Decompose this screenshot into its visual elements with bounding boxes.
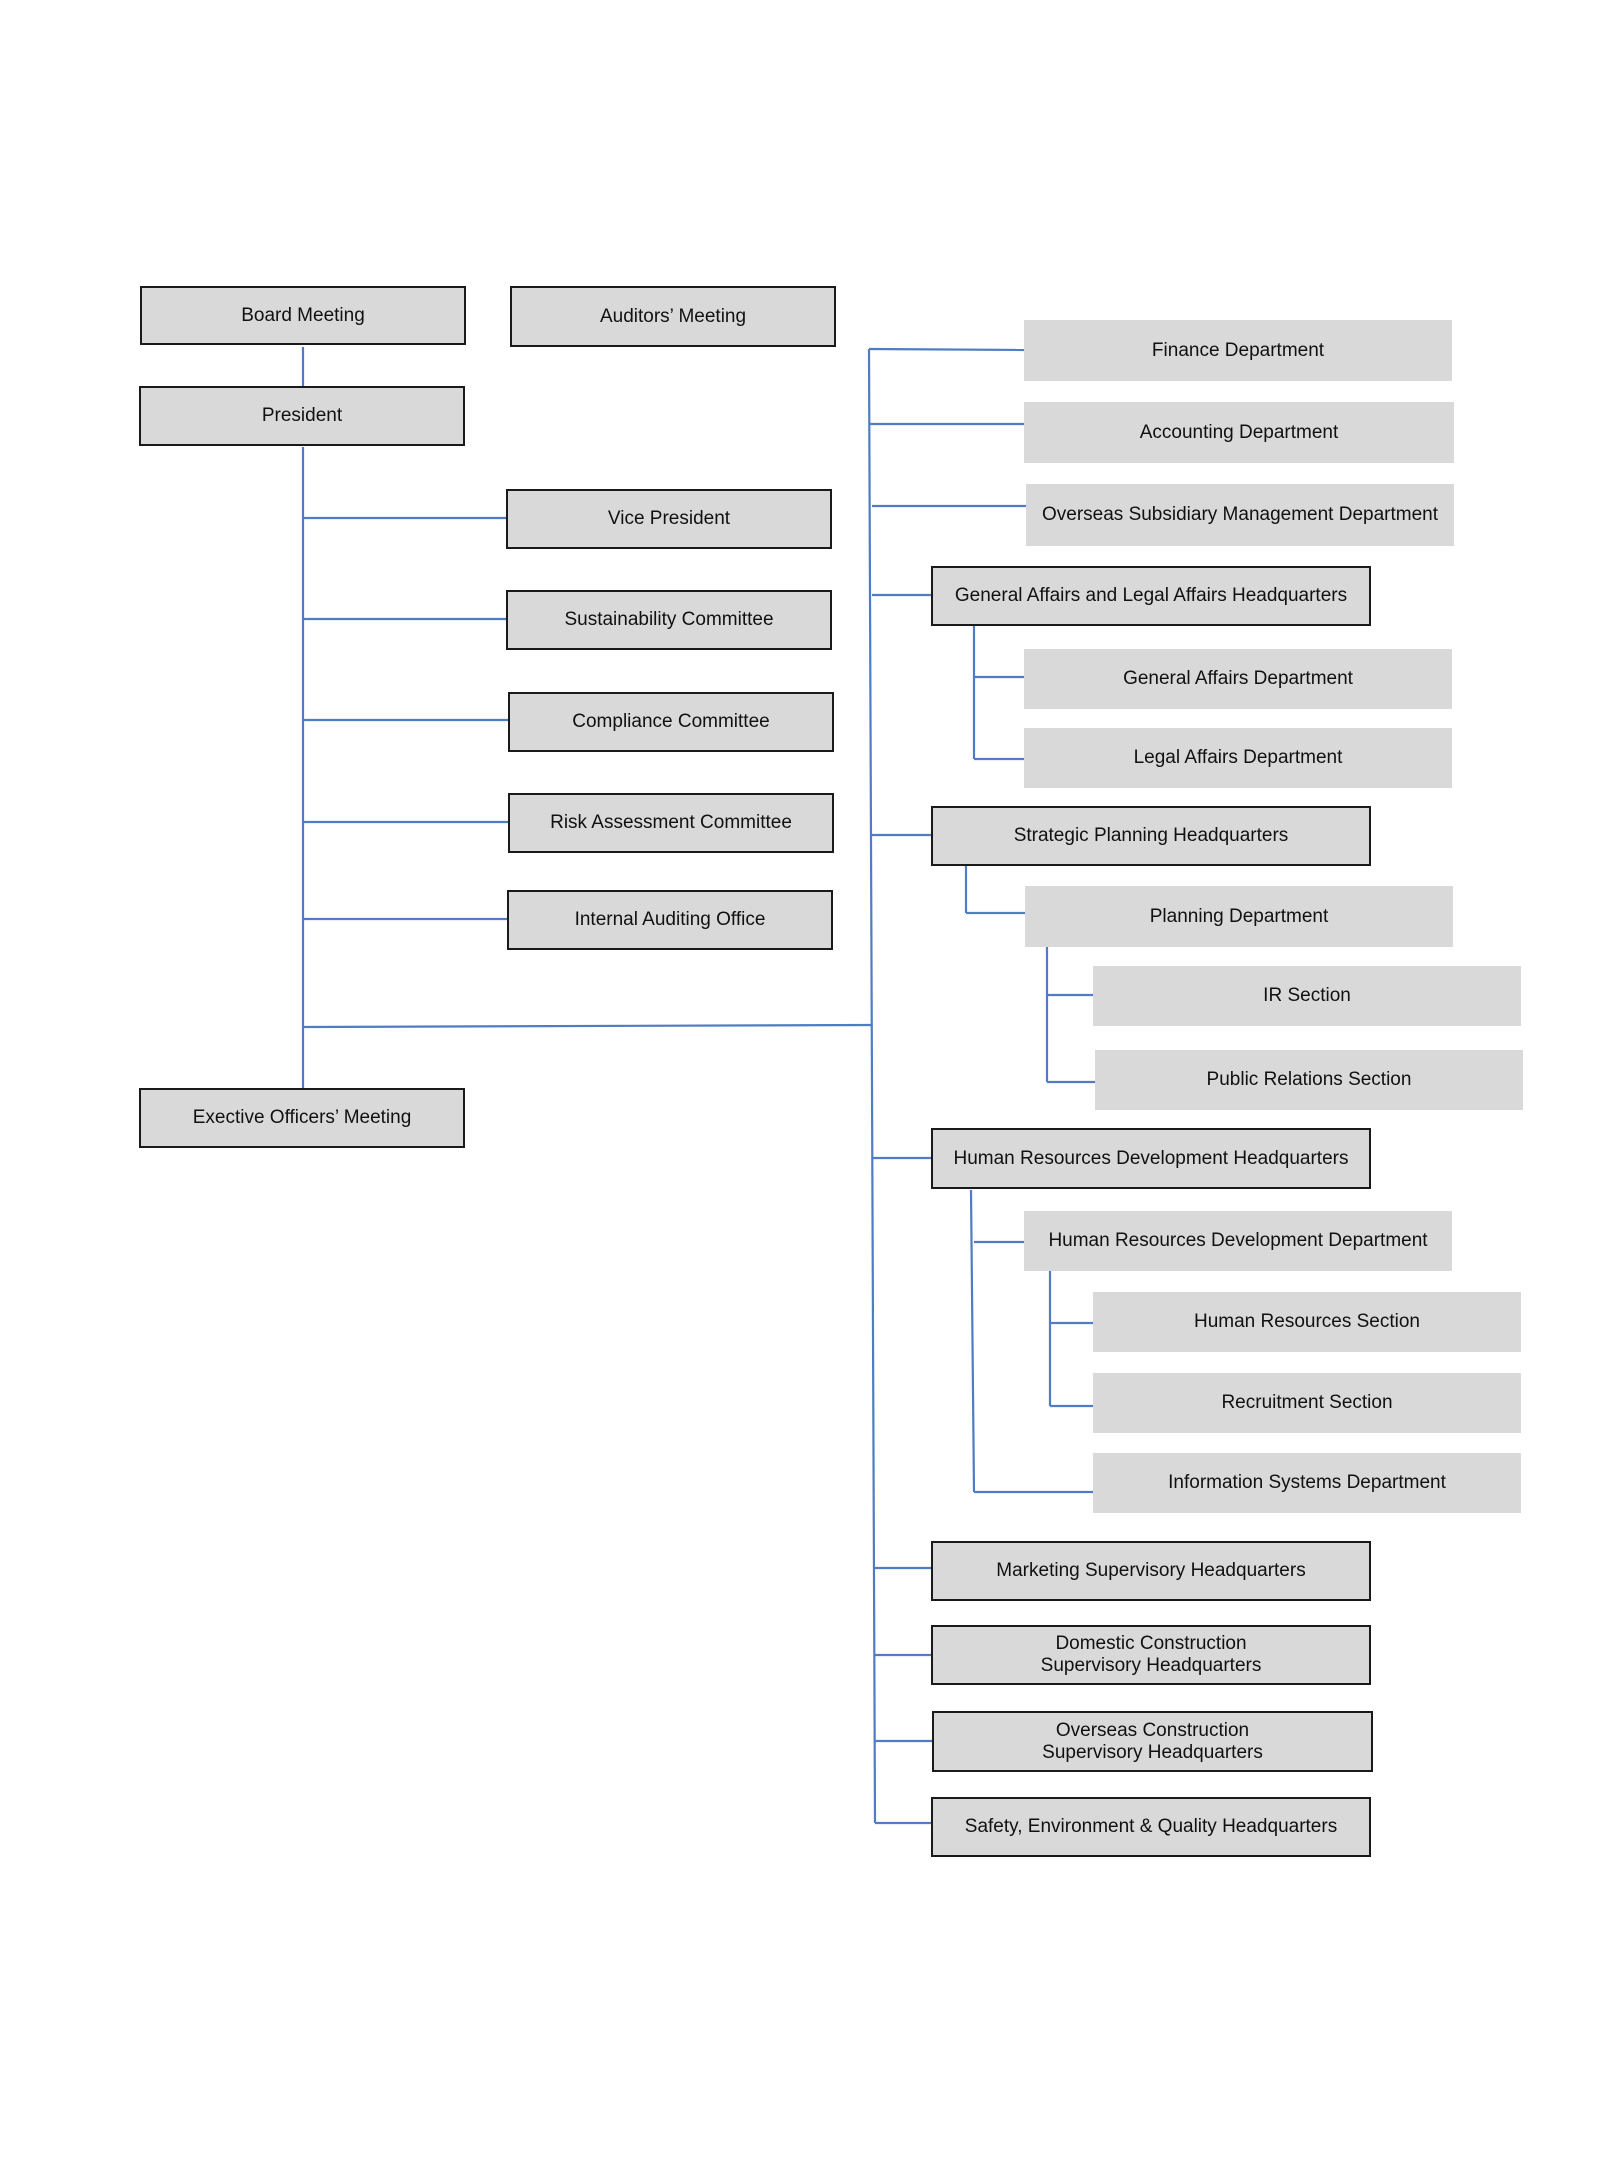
strategic-planning-hq-box: Strategic Planning Headquarters <box>931 806 1371 866</box>
board-meeting-box: Board Meeting <box>140 286 466 345</box>
hr-development-department-box: Human Resources Development Department <box>1024 1211 1452 1271</box>
president-box: President <box>139 386 465 446</box>
ir-section-box: IR Section <box>1093 966 1521 1026</box>
recruitment-section-box: Recruitment Section <box>1093 1373 1521 1433</box>
legal-affairs-department-box: Legal Affairs Department <box>1024 728 1452 788</box>
overseas-construction-supervisory-hq-box: Overseas Construction Supervisory Headqu… <box>932 1711 1373 1772</box>
safety-environment-quality-hq-box: Safety, Environment & Quality Headquarte… <box>931 1797 1371 1857</box>
internal-auditing-office-box: Internal Auditing Office <box>507 890 833 950</box>
public-relations-section-box: Public Relations Section <box>1095 1050 1523 1110</box>
general-affairs-department-box: General Affairs Department <box>1024 649 1452 709</box>
human-resources-section-box: Human Resources Section <box>1093 1292 1521 1352</box>
planning-department-box: Planning Department <box>1025 886 1453 947</box>
overseas-subsidiary-management-department-box: Overseas Subsidiary Management Departmen… <box>1026 484 1454 546</box>
vice-president-box: Vice President <box>506 489 832 549</box>
executive-officers-meeting-box: Exective Officers’ Meeting <box>139 1088 465 1148</box>
domestic-construction-supervisory-hq-box: Domestic Construction Supervisory Headqu… <box>931 1625 1371 1685</box>
information-systems-department-box: Information Systems Department <box>1093 1453 1521 1513</box>
compliance-committee-box: Compliance Committee <box>508 692 834 752</box>
hr-development-hq-box: Human Resources Development Headquarters <box>931 1128 1371 1189</box>
general-affairs-legal-affairs-hq-box: General Affairs and Legal Affairs Headqu… <box>931 566 1371 626</box>
auditors-meeting-box: Auditors’ Meeting <box>510 286 836 347</box>
risk-assessment-committee-box: Risk Assessment Committee <box>508 793 834 853</box>
accounting-department-box: Accounting Department <box>1024 402 1454 463</box>
sustainability-committee-box: Sustainability Committee <box>506 590 832 650</box>
marketing-supervisory-hq-box: Marketing Supervisory Headquarters <box>931 1541 1371 1601</box>
finance-department-box: Finance Department <box>1024 320 1452 381</box>
